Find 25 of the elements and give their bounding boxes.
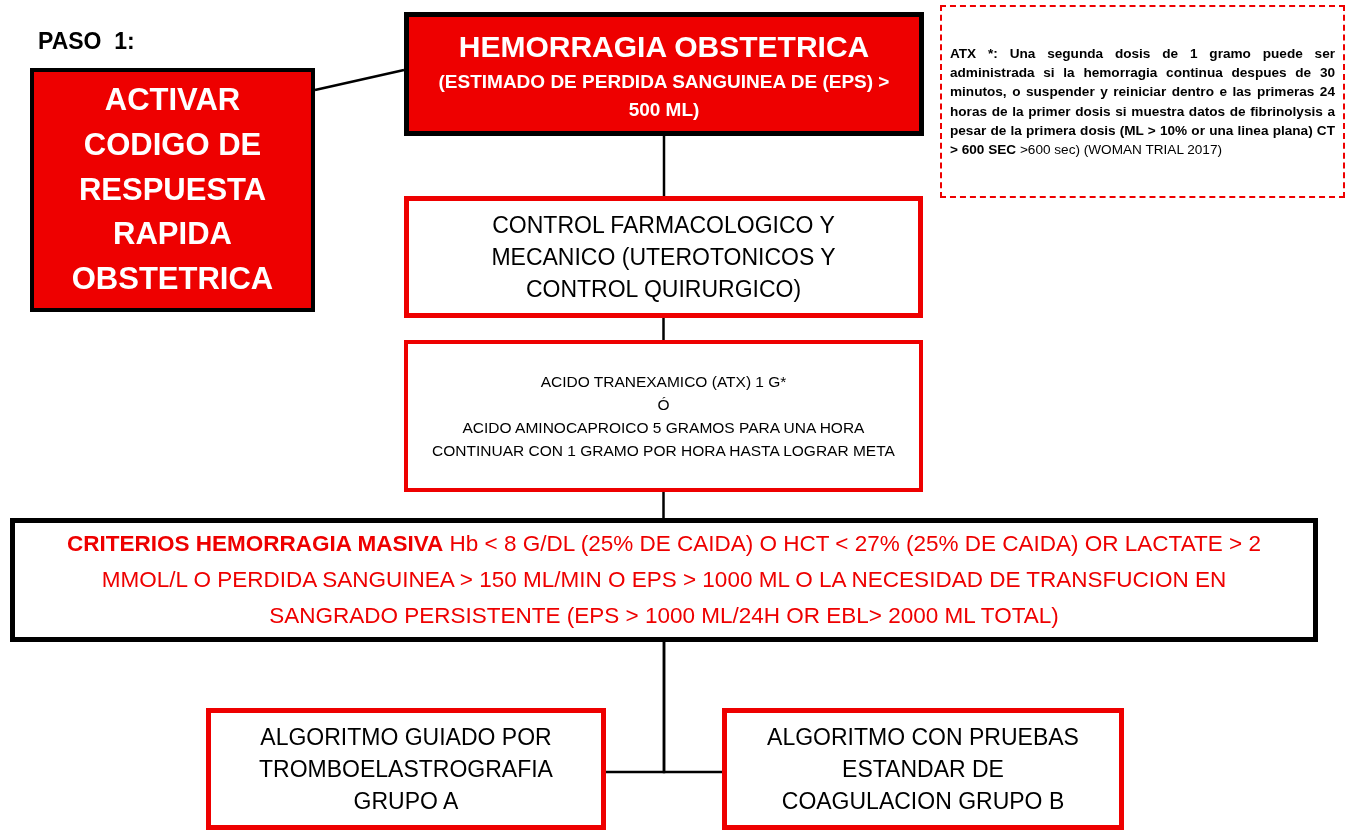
note-box (940, 5, 1345, 198)
box-text: ALGORITMO CON PRUEBAS ESTANDAR DE COAGULACION GRUPO B (766, 722, 1080, 817)
connector-line (662, 492, 665, 518)
box-text: CONTROL FARMACOLOGICO Y MECANICO (UTEROTONICOS Y CONTROL QUIRURGICO) (490, 210, 837, 305)
box-text: ACTIVAR CODIGO DE RESPUESTA RAPIDA OBSTETRICA (70, 80, 275, 299)
box-subtitle: (ESTIMADO DE PERDIDA SANGUINEA DE (EPS) > 500 ML) (437, 70, 891, 122)
box-text: ALGORITMO GUIADO POR TROMBOELASTROGRAFIA GRUPO A (258, 722, 554, 817)
alert-box (30, 68, 315, 312)
process-box (404, 196, 923, 318)
connector-line (662, 318, 665, 340)
process-box (206, 708, 606, 830)
process-box (404, 12, 924, 136)
process-box (722, 708, 1124, 830)
connector-line (662, 136, 666, 196)
step-label: PASO 1: (38, 28, 135, 55)
criteria-box (10, 518, 1318, 642)
footnote-text: ATX *: Una segunda dosis de 1 gramo puede ser administrada si la hemorragia continua despues de 30 minutos, o suspender y reiniciar dentro e las primeras 24 horas de la primer dosis si muestra datos de fibrinolysis a pesar de la primera dosis (ML > 10% or una linea plana) CT > 600 SEC >600 sec) (WOMAN TRIAL 2017) (950, 45, 1335, 159)
box-text: Ó (657, 394, 670, 415)
connector-line (662, 642, 722, 774)
box-text: ACIDO AMINOCAPROICO 5 GRAMOS PARA UNA HORA CONTINUAR CON 1 GRAMO POR HORA HASTA LOGRAR META (431, 418, 896, 462)
box-title: HEMORRAGIA OBSTETRICA (458, 28, 870, 65)
process-box (404, 340, 923, 492)
connector-line (314, 68, 405, 92)
box-text: ACIDO TRANEXAMICO (ATX) 1 G* (540, 371, 787, 392)
box-text: CRITERIOS HEMORRAGIA MASIVA Hb < 8 G/DL (25% DE CAIDA) O HCT < 27% (25% DE CAIDA) OR LACTATE > 2 MMOL/L O PERDIDA SANGUINEA > 150 ML/MIN O EPS > 1000 ML O LA NECESIDAD DE TRANSFUCION EN SANGRADO PERSISTENTE (EPS > 1000 ML/24H OR EBL> 2000 ML TOTAL) (66, 530, 1262, 630)
